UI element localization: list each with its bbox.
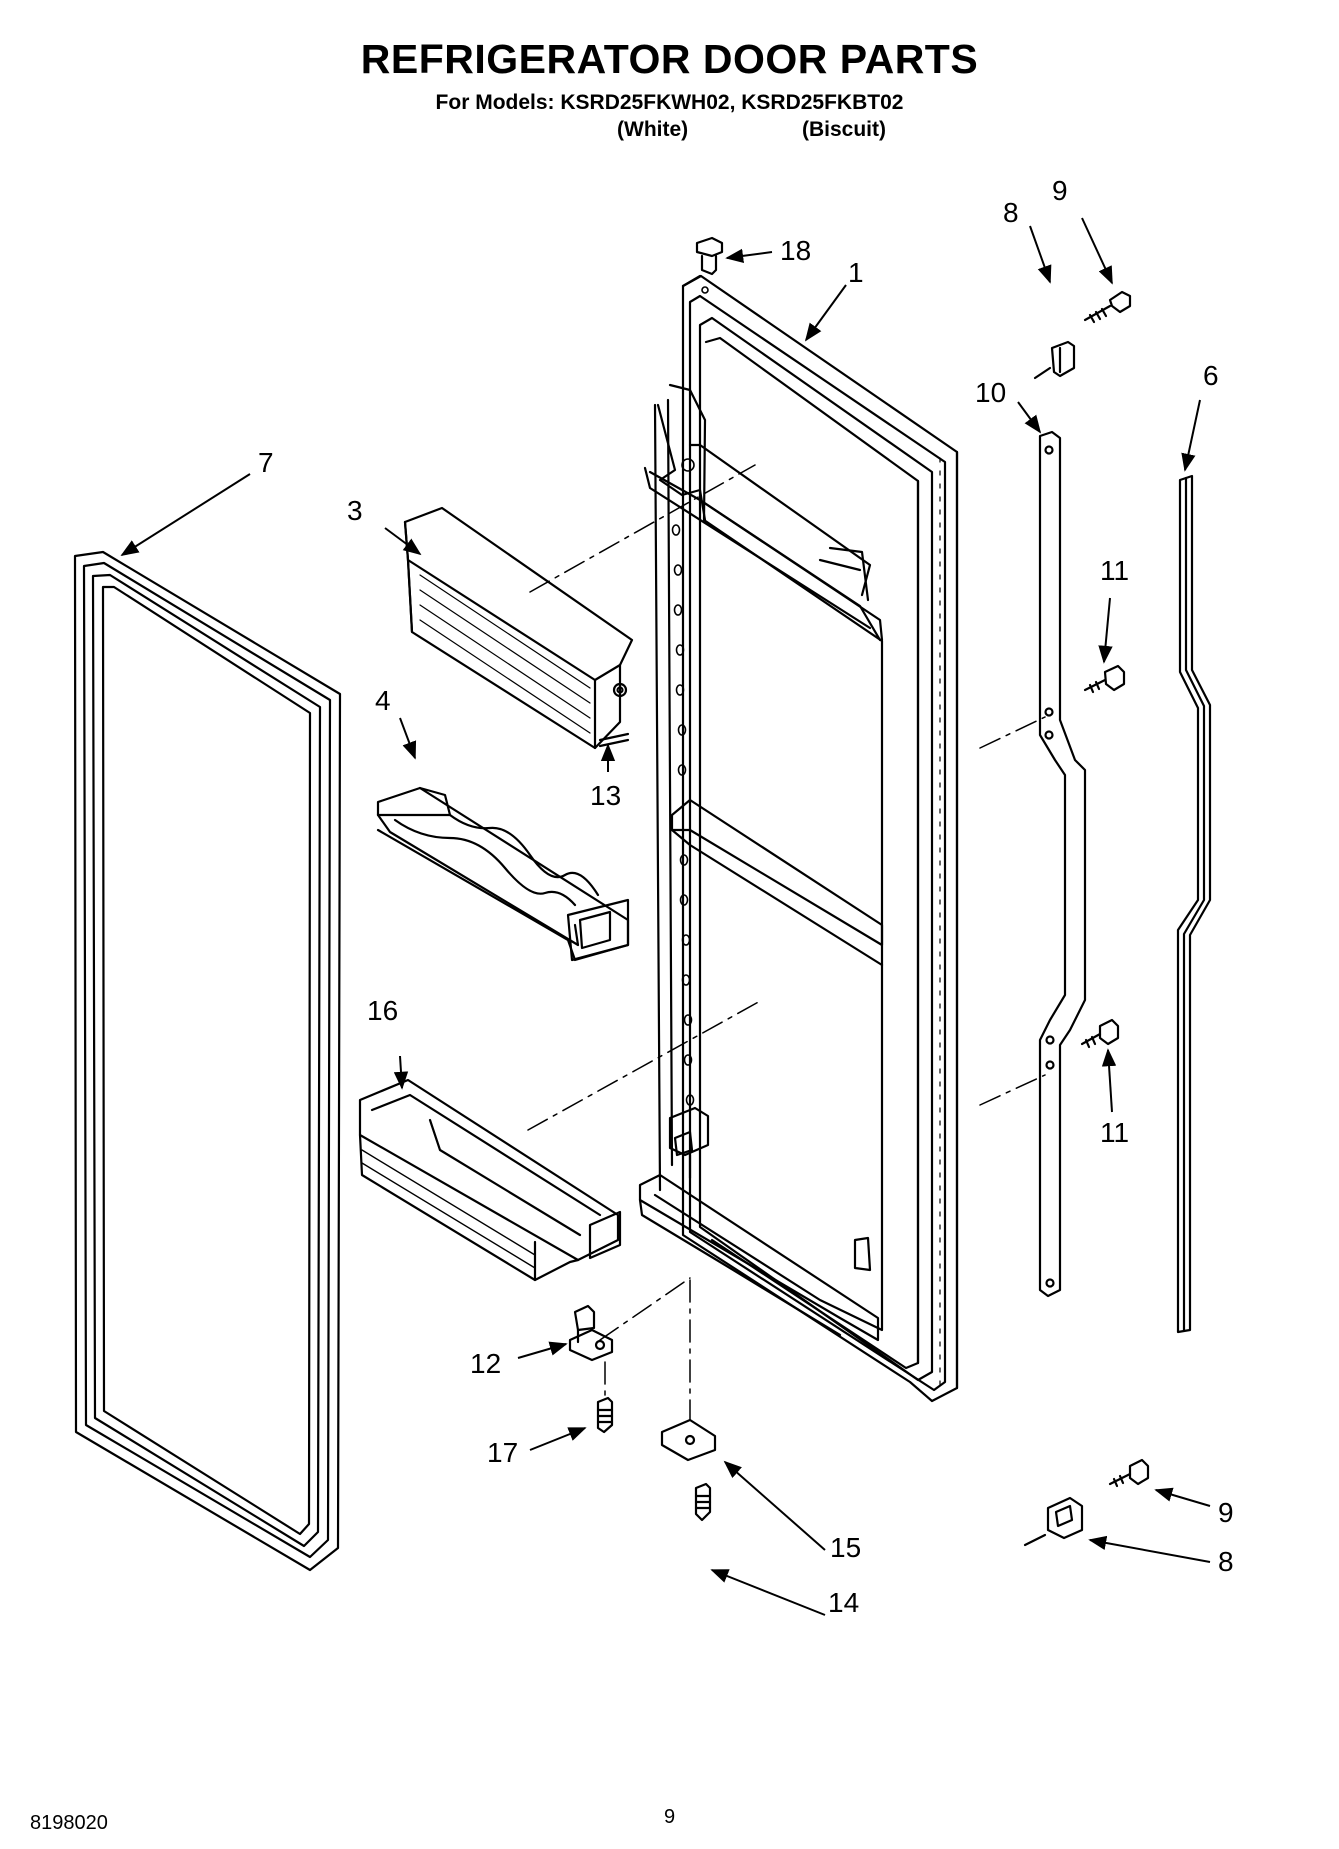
callout-18: 18 — [780, 235, 811, 266]
callout-17: 17 — [487, 1437, 518, 1468]
top-screw-part — [1083, 290, 1132, 324]
document-number: 8198020 — [30, 1812, 108, 1834]
door-gasket-part — [73, 550, 342, 1572]
upper-screw-11-part — [1083, 664, 1126, 694]
callout-11-lower: 11 — [1100, 1117, 1129, 1148]
callout-9-bottom: 9 — [1218, 1497, 1234, 1528]
callout-13: 13 — [590, 780, 621, 811]
callout-3: 3 — [347, 495, 363, 526]
callout-14: 14 — [828, 1587, 859, 1618]
screw-14-part — [694, 1482, 712, 1522]
callout-11-upper: 11 — [1100, 555, 1129, 586]
callout-6: 6 — [1203, 360, 1219, 391]
page-title: REFRIGERATOR DOOR PARTS — [360, 36, 979, 82]
lower-screw-11-part — [1080, 1018, 1120, 1049]
screw-17-part — [596, 1396, 614, 1434]
color-label-white: (White) — [617, 118, 689, 141]
callout-7: 7 — [258, 447, 274, 478]
gasket-strip-part — [1176, 474, 1212, 1334]
callout-10: 10 — [975, 377, 1006, 408]
callout-4: 4 — [375, 685, 391, 716]
dairy-compartment-part — [403, 506, 634, 750]
callout-1: 1 — [848, 257, 864, 288]
callout-8-bottom: 8 — [1218, 1546, 1234, 1577]
bottom-bracket-part — [1023, 1496, 1084, 1547]
callout-16: 16 — [367, 995, 398, 1026]
door-bin-part — [358, 1078, 622, 1282]
handle-strip-part — [1038, 430, 1087, 1298]
color-label-biscuit: (Biscuit) — [802, 118, 886, 141]
page-number: 9 — [663, 1806, 676, 1828]
top-hinge-bracket-part — [1033, 340, 1076, 380]
callout-8-top: 8 — [1003, 197, 1019, 228]
lower-hinge-pin-part — [568, 1304, 614, 1362]
callout-12: 12 — [470, 1348, 501, 1379]
cam-15-part — [660, 1418, 717, 1462]
callout-9-top: 9 — [1052, 175, 1068, 206]
door-liner-part — [638, 274, 959, 1403]
models-line: For Models: KSRD25FKWH02, KSRD25FKBT02 — [435, 91, 904, 114]
plug-part — [695, 236, 724, 276]
bottom-screw-part — [1108, 1458, 1150, 1488]
callout-15: 15 — [830, 1532, 861, 1563]
egg-tray-part — [376, 786, 630, 962]
